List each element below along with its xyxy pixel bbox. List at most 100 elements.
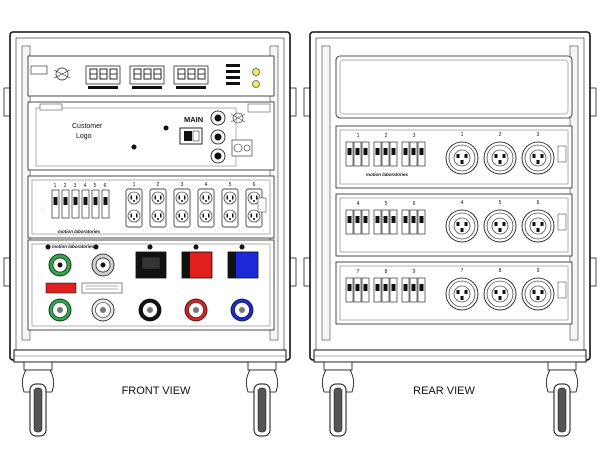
circuit-breaker[interactable] [345,209,354,235]
twistlock-connector[interactable] [483,209,517,243]
circuit-breaker[interactable] [361,277,370,303]
circuit-breaker[interactable] [61,189,70,219]
camlock-red-connector[interactable] [184,298,208,322]
caster-wheel [322,361,354,437]
screw-icon [163,125,169,131]
connector-number: 6 [537,200,540,206]
main-breaker[interactable] [179,127,203,145]
circuit-breaker[interactable] [345,277,354,303]
caster-wheel [246,361,278,437]
duplex-outlet[interactable] [197,188,215,228]
circuit-breaker[interactable] [345,141,354,167]
circuit-breaker[interactable] [353,277,362,303]
selector-switch[interactable] [226,76,240,79]
twistlock-connector[interactable] [483,141,517,175]
warning-label [45,282,77,294]
indicator-lamp-icon [252,68,260,88]
circuit-breaker[interactable] [389,209,398,235]
circuit-breaker[interactable] [389,141,398,167]
rear-view-label: REAR VIEW [413,385,475,397]
main-label: MAIN [184,115,203,124]
camlock-green-connector[interactable] [48,298,72,322]
circuit-breaker[interactable] [373,209,382,235]
twistlock-connector[interactable] [521,141,555,175]
pilot-light-icon [45,244,51,250]
breaker-number: 8 [385,269,388,275]
circuit-breaker[interactable] [361,209,370,235]
power-connector-blue[interactable] [227,251,259,279]
twistlock-connector[interactable] [521,209,555,243]
power-connector-red[interactable] [181,251,213,279]
connector-number: 3 [537,132,540,138]
connector-number: 8 [499,268,502,274]
breaker-number: 6 [104,183,107,189]
twistlock-green-connector[interactable] [48,253,72,277]
twistlock-connector[interactable] [445,209,479,243]
duplex-outlet[interactable] [173,188,191,228]
duplex-outlet[interactable] [149,188,167,228]
circuit-breaker[interactable] [353,141,362,167]
connector-panel: motion laboratories [27,239,275,331]
circuit-breaker[interactable] [361,141,370,167]
circuit-breaker[interactable] [101,189,110,219]
circuit-breaker[interactable] [91,189,100,219]
customer-logo-line2: Logo [76,133,92,140]
circuit-breaker[interactable] [409,141,418,167]
connector-number: 4 [461,200,464,206]
camlock-black-connector[interactable] [138,298,162,322]
circuit-breaker[interactable] [381,209,390,235]
selector-switch[interactable] [226,70,240,73]
breaker-number: 1 [357,133,360,139]
circuit-breaker[interactable] [373,277,382,303]
breaker-number: 9 [413,269,416,275]
front-view-label: FRONT VIEW [122,385,191,397]
twistlock-connector[interactable] [445,141,479,175]
selector-switch[interactable] [226,82,240,85]
circuit-breaker[interactable] [417,141,426,167]
circuit-breaker[interactable] [353,209,362,235]
twistlock-connector[interactable] [445,277,479,311]
power-connector-black[interactable] [135,251,167,279]
digital-meter [85,65,121,89]
twistlock-connector[interactable] [483,277,517,311]
camlock-blue-connector[interactable] [230,298,254,322]
breaker-number: 5 [385,201,388,207]
circuit-breaker[interactable] [71,189,80,219]
camlock-white-connector[interactable] [91,298,115,322]
circuit-breaker[interactable] [401,141,410,167]
circuit-breaker[interactable] [409,209,418,235]
circuit-breaker[interactable] [81,189,90,219]
twistlock-connector[interactable] [521,277,555,311]
circuit-breaker[interactable] [417,209,426,235]
circuit-breaker[interactable] [381,141,390,167]
circuit-breaker[interactable] [401,209,410,235]
breaker-number: 3 [74,183,77,189]
circuit-breaker[interactable] [389,277,398,303]
twistlock-grey-connector[interactable] [91,253,115,277]
circuit-breaker[interactable] [51,189,60,219]
caster-wheels [22,361,278,437]
brand-label: motion laboratories [52,244,95,249]
breaker-number: 4 [84,183,87,189]
breaker-number: 5 [94,183,97,189]
caster-wheel [546,361,578,437]
duplex-outlet[interactable] [221,188,239,228]
selector-switch[interactable] [226,64,240,67]
outlet-number: 5 [229,182,232,188]
circuit-breaker[interactable] [381,277,390,303]
caster-wheel [22,361,54,437]
meter-panel [27,55,275,97]
circuit-breaker[interactable] [401,277,410,303]
circuit-breaker[interactable] [417,277,426,303]
brand-logo-icon [230,112,246,124]
duplex-outlet[interactable] [125,188,143,228]
circuit-breaker[interactable] [409,277,418,303]
connector-number: 2 [499,132,502,138]
outlet-number: 3 [181,182,184,188]
circuit-breaker[interactable] [373,141,382,167]
brand-label: motion laboratories [366,172,409,177]
camlock-connector[interactable] [210,110,226,164]
